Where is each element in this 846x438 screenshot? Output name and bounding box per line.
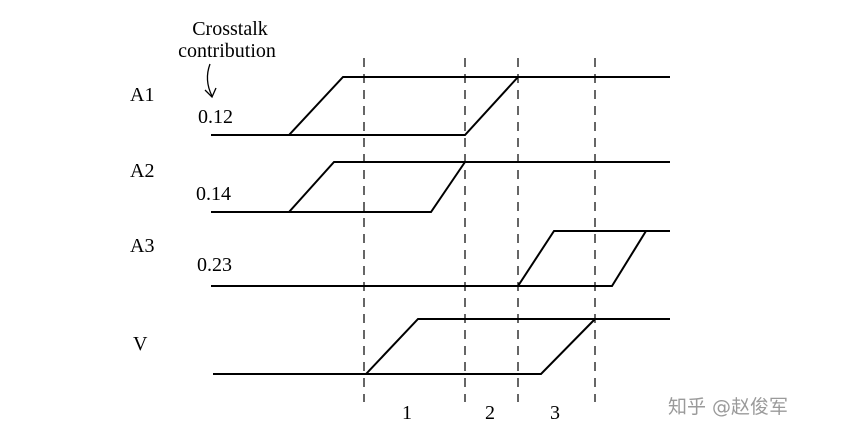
signal-a1-value: 0.12 xyxy=(198,106,233,128)
signal-a2-value: 0.14 xyxy=(196,183,231,205)
signal-v-fall xyxy=(366,318,596,375)
interval-label-1: 1 xyxy=(402,402,412,424)
signal-a3-waveform xyxy=(211,230,670,287)
signal-a3-fall xyxy=(518,230,647,287)
signal-a1-waveform xyxy=(211,76,670,136)
signal-a2-waveform xyxy=(211,161,670,213)
signal-a1-label: A1 xyxy=(130,84,154,106)
interval-label-3: 3 xyxy=(550,402,560,424)
down-arrow-icon xyxy=(204,63,217,99)
signal-a2-fall xyxy=(289,161,466,213)
annotation-line-1: Crosstalk xyxy=(192,18,268,40)
interval-label-2: 2 xyxy=(485,402,495,424)
annotation-line-2: contribution xyxy=(178,40,276,62)
signal-a2-label: A2 xyxy=(130,160,154,182)
signal-a3-value: 0.23 xyxy=(197,254,232,276)
signal-a3-label: A3 xyxy=(130,235,154,257)
signal-v-label: V xyxy=(133,333,148,355)
watermark: 知乎 @赵俊军 xyxy=(668,396,788,418)
signal-v-waveform xyxy=(213,318,670,375)
signal-a1-fall xyxy=(289,76,519,136)
